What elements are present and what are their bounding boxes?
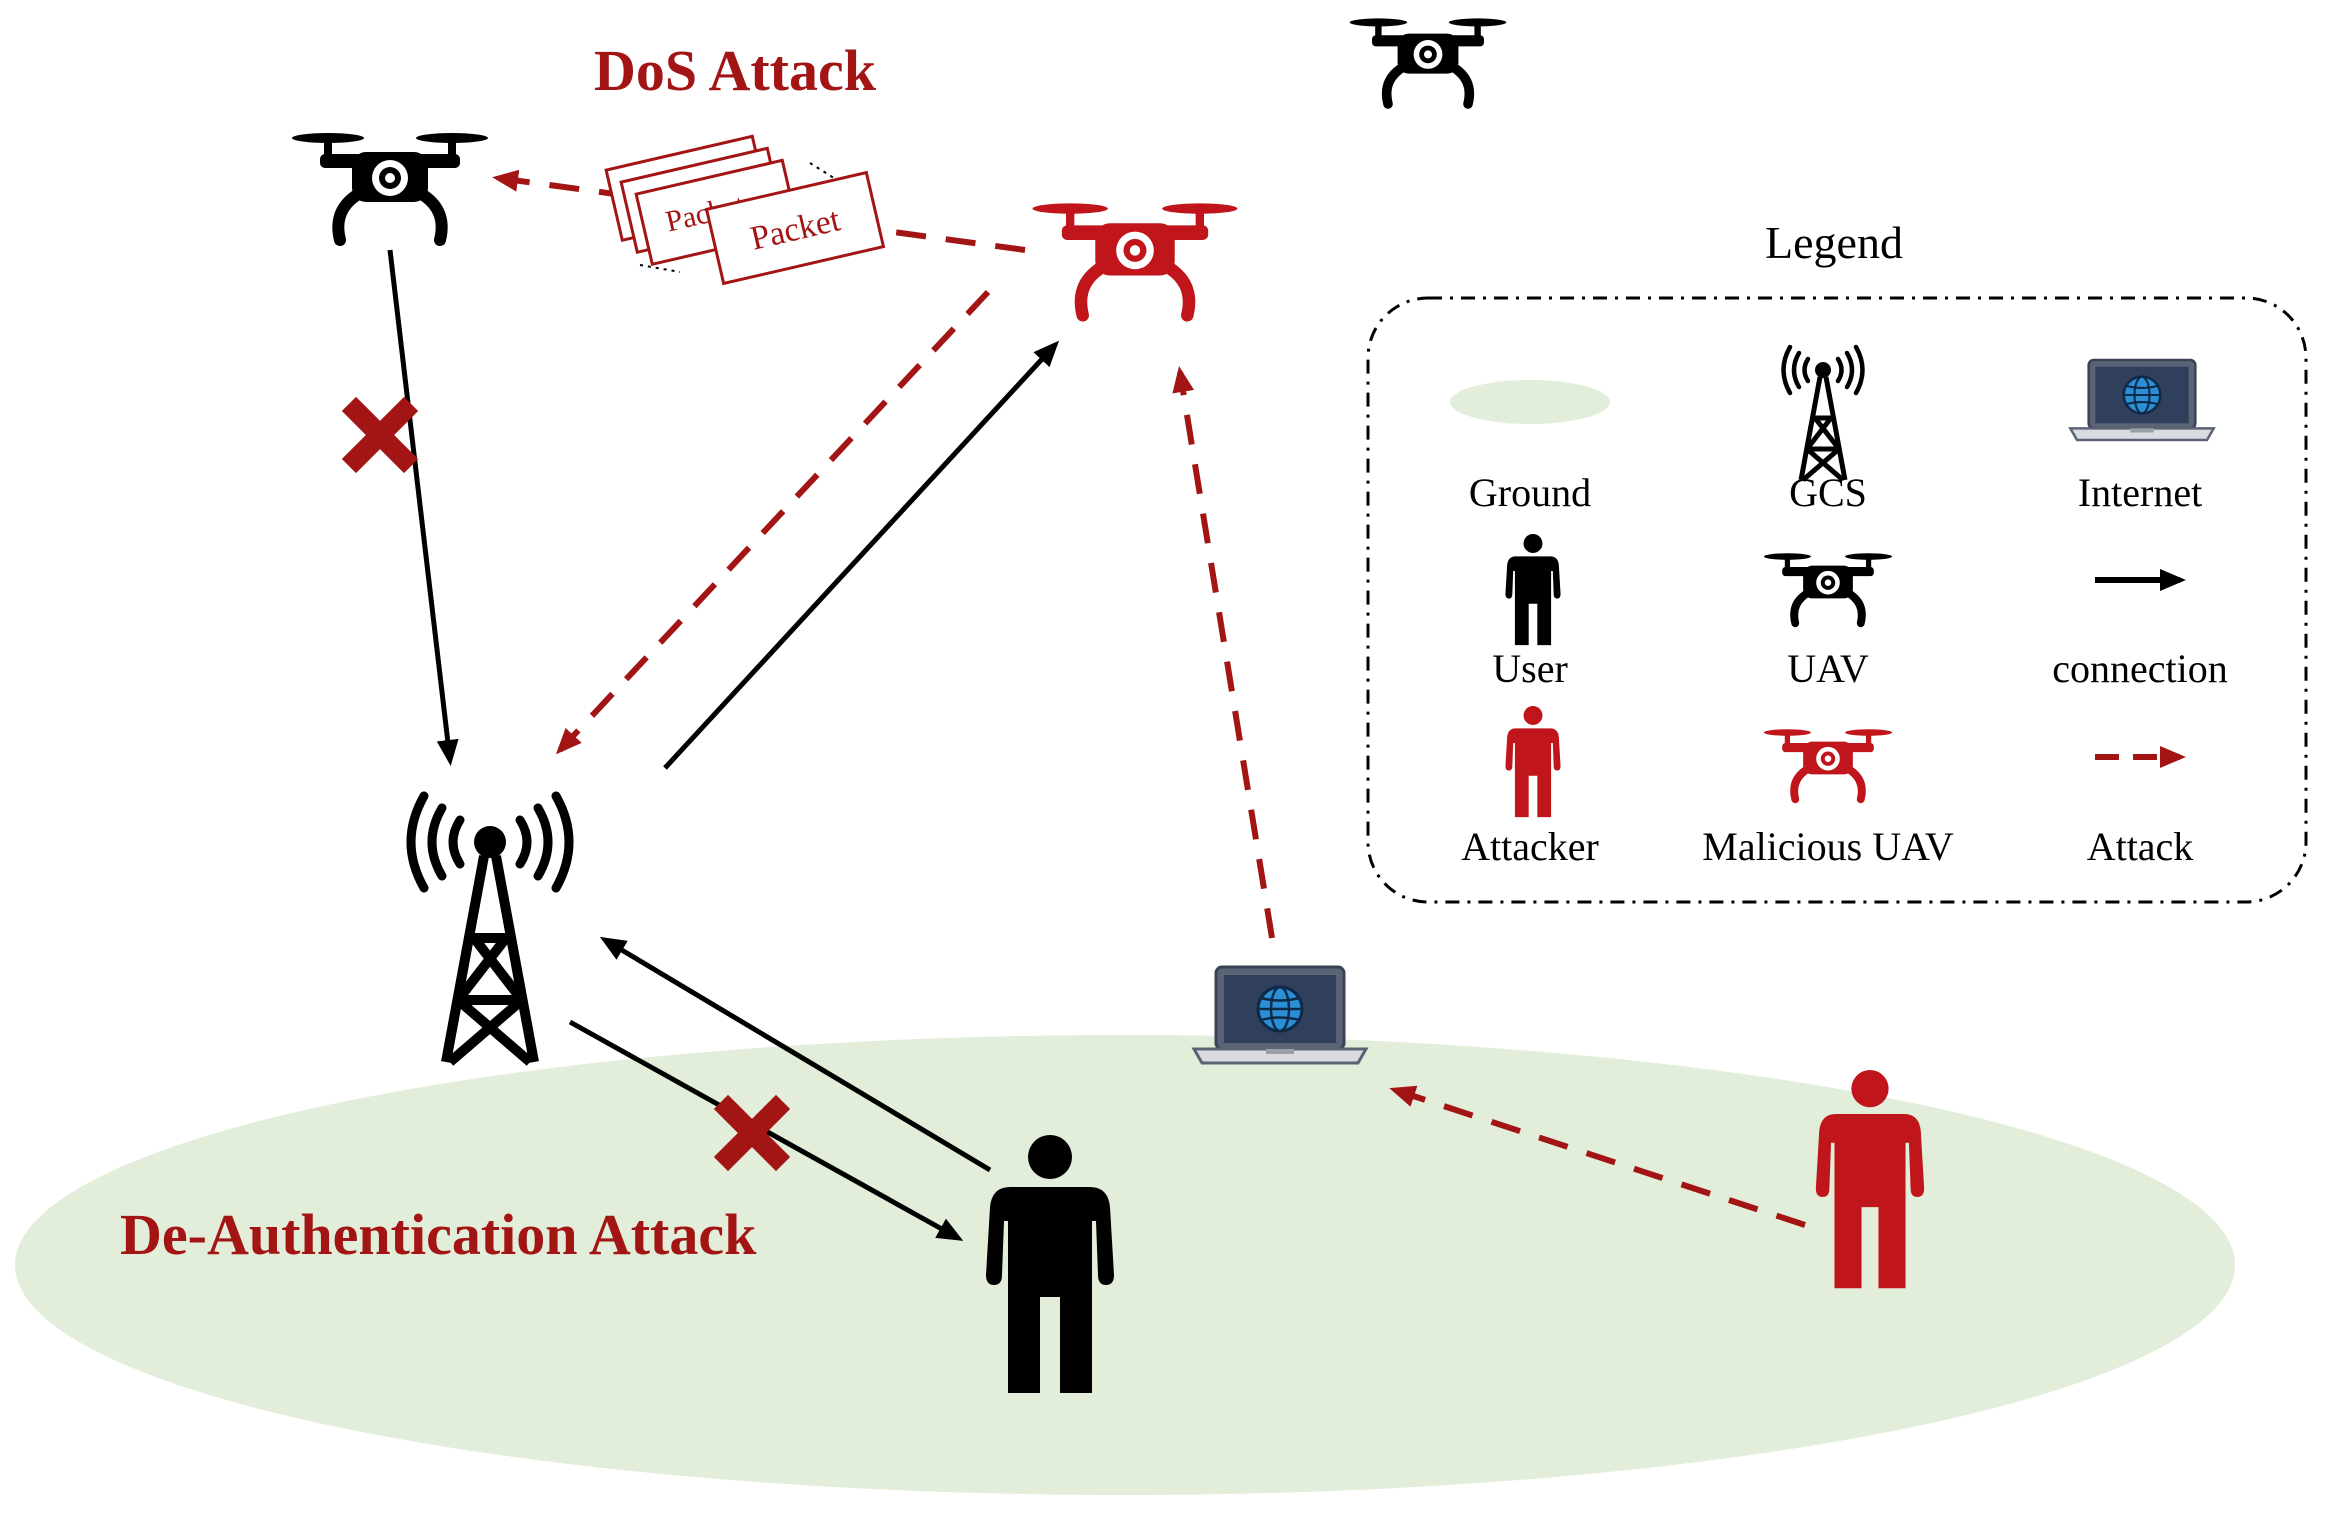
legend-attack-label: Attack bbox=[2087, 824, 2194, 869]
packet-icon: Packet Packet bbox=[604, 134, 886, 286]
attack-attacker-to-internet bbox=[1389, 1085, 1806, 1228]
legend-attacker-icon bbox=[1505, 706, 1561, 818]
legend-title: Legend bbox=[1765, 217, 1903, 268]
blocked-x-icon-uav-link bbox=[356, 411, 404, 459]
legend-malicious-uav-icon bbox=[1764, 729, 1892, 799]
legend-user-icon bbox=[1505, 534, 1561, 646]
malicious-uav-icon bbox=[1033, 203, 1238, 315]
legend-malicious-uav-label: Malicious UAV bbox=[1702, 824, 1954, 869]
legend-internet-icon bbox=[2069, 358, 2215, 442]
legend-ground-label: Ground bbox=[1469, 470, 1591, 515]
legend-gcs-icon bbox=[1784, 347, 1863, 480]
attack-internet-to-malicious-uav bbox=[1172, 366, 1275, 939]
laptop-icon bbox=[1192, 965, 1368, 1065]
legend: Legend Ground GCS Internet User UAV conn… bbox=[1366, 217, 2308, 904]
legend-gcs-label: GCS bbox=[1789, 470, 1867, 515]
attack-malicious-uav-to-gcs bbox=[555, 289, 991, 755]
connection-gcs-to-malicious-uav bbox=[663, 340, 1060, 770]
legend-internet-label: Internet bbox=[2078, 470, 2202, 515]
legend-uav-icon bbox=[1764, 553, 1892, 623]
deauth-attack-title: De-Authentication Attack bbox=[120, 1202, 757, 1267]
connection-uav-to-gcs bbox=[387, 249, 459, 766]
connection-user-to-gcs bbox=[599, 936, 992, 1173]
uav-icon bbox=[292, 133, 488, 240]
legend-box bbox=[1366, 296, 2308, 904]
legend-connection-label: connection bbox=[2052, 646, 2228, 691]
ground-area bbox=[15, 1035, 2235, 1495]
uav-icon-top bbox=[1350, 18, 1507, 104]
legend-attacker-label: Attacker bbox=[1461, 824, 1599, 869]
legend-uav-label: UAV bbox=[1787, 646, 1869, 691]
legend-user-label: User bbox=[1492, 646, 1568, 691]
legend-ground-icon bbox=[1450, 380, 1610, 424]
dos-attack-title: DoS Attack bbox=[594, 38, 877, 103]
gcs-tower-icon bbox=[411, 796, 569, 1062]
